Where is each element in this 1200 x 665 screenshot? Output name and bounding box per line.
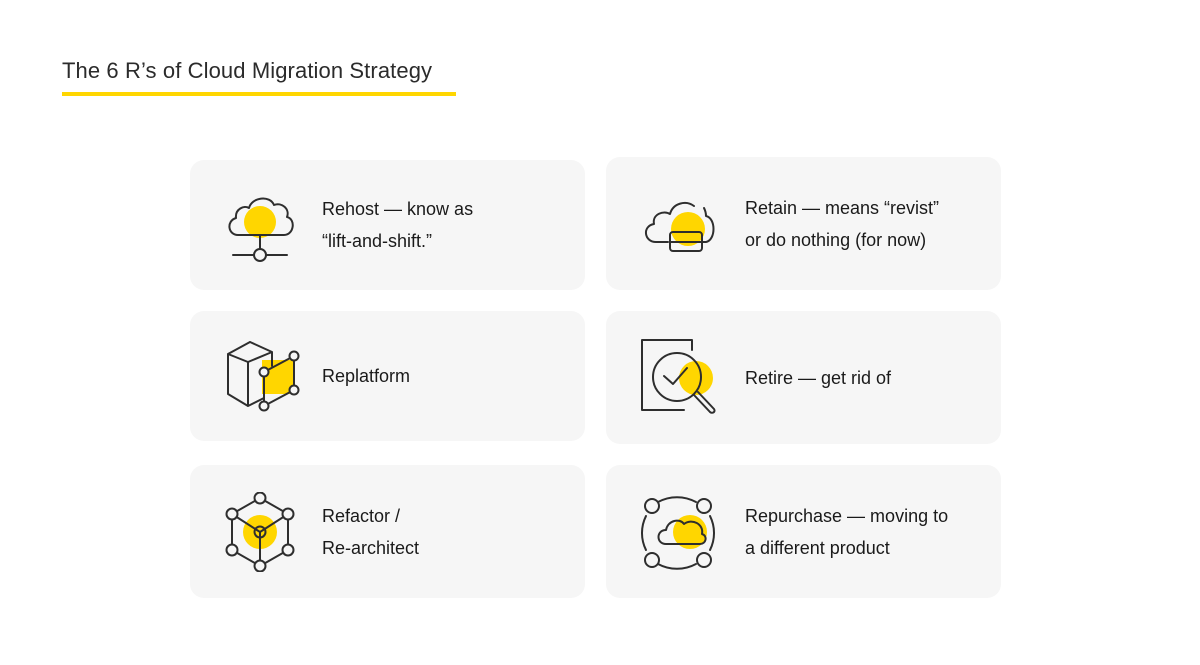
cloud-network-icon [224, 185, 304, 265]
description-line: Replatform [322, 366, 411, 386]
description-line: Refactor / [322, 505, 401, 526]
strategy-description: Repurchase — moving to a different produ… [745, 500, 948, 564]
strategy-description: Refactor / Re-architect [322, 500, 419, 564]
description-line: “lift-and-shift.” [322, 231, 433, 251]
cloud-card-icon [640, 184, 720, 264]
strategy-description: Replatform [322, 360, 410, 392]
strategy-card-repurchase: Repurchase — moving to a different produ… [606, 465, 1001, 598]
description-line: Rehost — know as [322, 199, 474, 219]
strategy-card-retain: Retain — means “revist” or do nothing (f… [606, 157, 1001, 290]
strategy-card-refactor: Refactor / Re-architect [190, 465, 585, 598]
description-line: or do nothing (for now) [745, 229, 927, 250]
description-line: Re-architect [322, 537, 420, 558]
strategy-description: Rehost — know as “lift-and-shift.” [322, 193, 473, 257]
description-line: Retain — means “revist” [745, 197, 940, 218]
description-line: Retire — get rid of [745, 367, 892, 388]
hexagon-nodes-icon [224, 491, 304, 572]
page-title: The 6 R’s of Cloud Migration Strategy [62, 58, 433, 83]
strategy-card-rehost: Rehost — know as “lift-and-shift.” [190, 160, 585, 290]
title-underline [62, 92, 456, 96]
platform-blocks-icon [224, 336, 304, 416]
strategy-description: Retire — get rid of [745, 362, 891, 394]
cloud-cycle-icon [640, 492, 720, 572]
document-magnifier-check-icon [640, 338, 720, 418]
strategy-card-replatform: Replatform [190, 311, 585, 441]
strategy-description: Retain — means “revist” or do nothing (f… [745, 192, 939, 256]
strategy-card-retire: Retire — get rid of [606, 311, 1001, 444]
description-line: a different product [745, 537, 890, 558]
description-line: Repurchase — moving to [745, 505, 949, 526]
